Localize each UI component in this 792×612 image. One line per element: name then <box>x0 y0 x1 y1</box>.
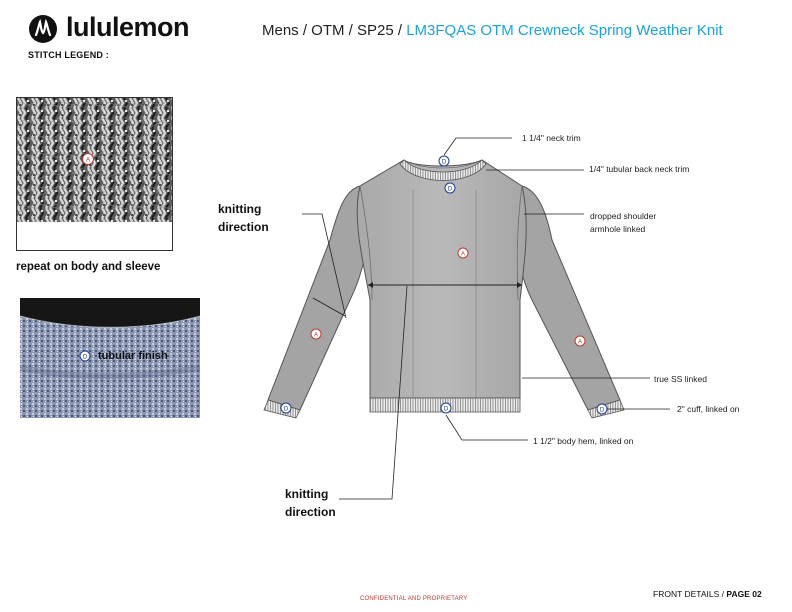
body-knit-swatch: A <box>16 97 173 251</box>
right-sleeve-marker-a-icon: A <box>574 335 586 347</box>
svg-text:D: D <box>284 406 289 412</box>
tubular-finish-label: tubular finish <box>98 350 168 362</box>
body-marker-a-icon: A <box>457 247 469 259</box>
marker-a-label: A <box>86 157 91 164</box>
svg-text:D: D <box>442 159 447 165</box>
tubular-trim-swatch <box>19 298 201 418</box>
shoulder-callout-line1: dropped shoulder <box>590 211 657 221</box>
hem-marker-d-icon: D <box>440 402 452 414</box>
page-footer: FRONT DETAILS / PAGE 02 <box>653 589 762 599</box>
svg-text:A: A <box>578 339 582 345</box>
page-number: PAGE 02 <box>726 589 762 599</box>
shoulder-callout-line2: armhole linked <box>590 224 646 234</box>
svg-text:A: A <box>461 251 465 257</box>
marker-a-icon: A <box>82 153 94 165</box>
knitting-direction-upper: knitting direction <box>218 202 269 234</box>
side-seam-callout: true SS linked <box>654 374 707 384</box>
knit-texture-image <box>17 98 172 222</box>
svg-text:D: D <box>444 406 449 412</box>
section-name: FRONT DETAILS <box>653 589 720 599</box>
style-title: LM3FQAS OTM Crewneck Spring Weather Knit <box>406 22 723 39</box>
lululemon-logo-icon <box>29 15 57 43</box>
marker-d-icon: D <box>79 350 91 362</box>
page-title: Mens / OTM / SP25 / LM3FQAS OTM Crewneck… <box>262 22 723 39</box>
footer-separator: / <box>721 589 725 599</box>
brand-wordmark: lululemon <box>66 12 190 42</box>
knitting-direction-lower: knitting direction <box>285 487 336 519</box>
breadcrumb: Mens / OTM / SP25 / <box>262 22 407 39</box>
confidential-notice: CONFIDENTIAL AND PROPRIETARY <box>360 596 468 602</box>
left-cuff-marker-d-icon: D <box>280 402 292 414</box>
neck-trim-callout: 1 1/4" neck trim <box>522 133 581 143</box>
stitch-legend-title: STITCH LEGEND : <box>28 50 109 60</box>
svg-text:D: D <box>600 407 605 413</box>
svg-text:A: A <box>314 332 318 338</box>
body-swatch-caption: repeat on body and sleeve <box>16 261 161 273</box>
trim-photo-image <box>19 298 201 418</box>
neck-back-marker-d-icon: D <box>444 182 456 194</box>
marker-d-label: D <box>83 354 88 360</box>
right-cuff-marker-d-icon: D <box>596 403 608 415</box>
left-sleeve-marker-a-icon: A <box>310 328 322 340</box>
hem-callout: 1 1/2" body hem, linked on <box>533 436 634 446</box>
neck-front-marker-d-icon: D <box>438 155 450 167</box>
back-neck-callout: 1/4" tubular back neck trim <box>589 164 690 174</box>
cuff-callout: 2" cuff, linked on <box>677 404 740 414</box>
svg-text:D: D <box>448 186 453 192</box>
